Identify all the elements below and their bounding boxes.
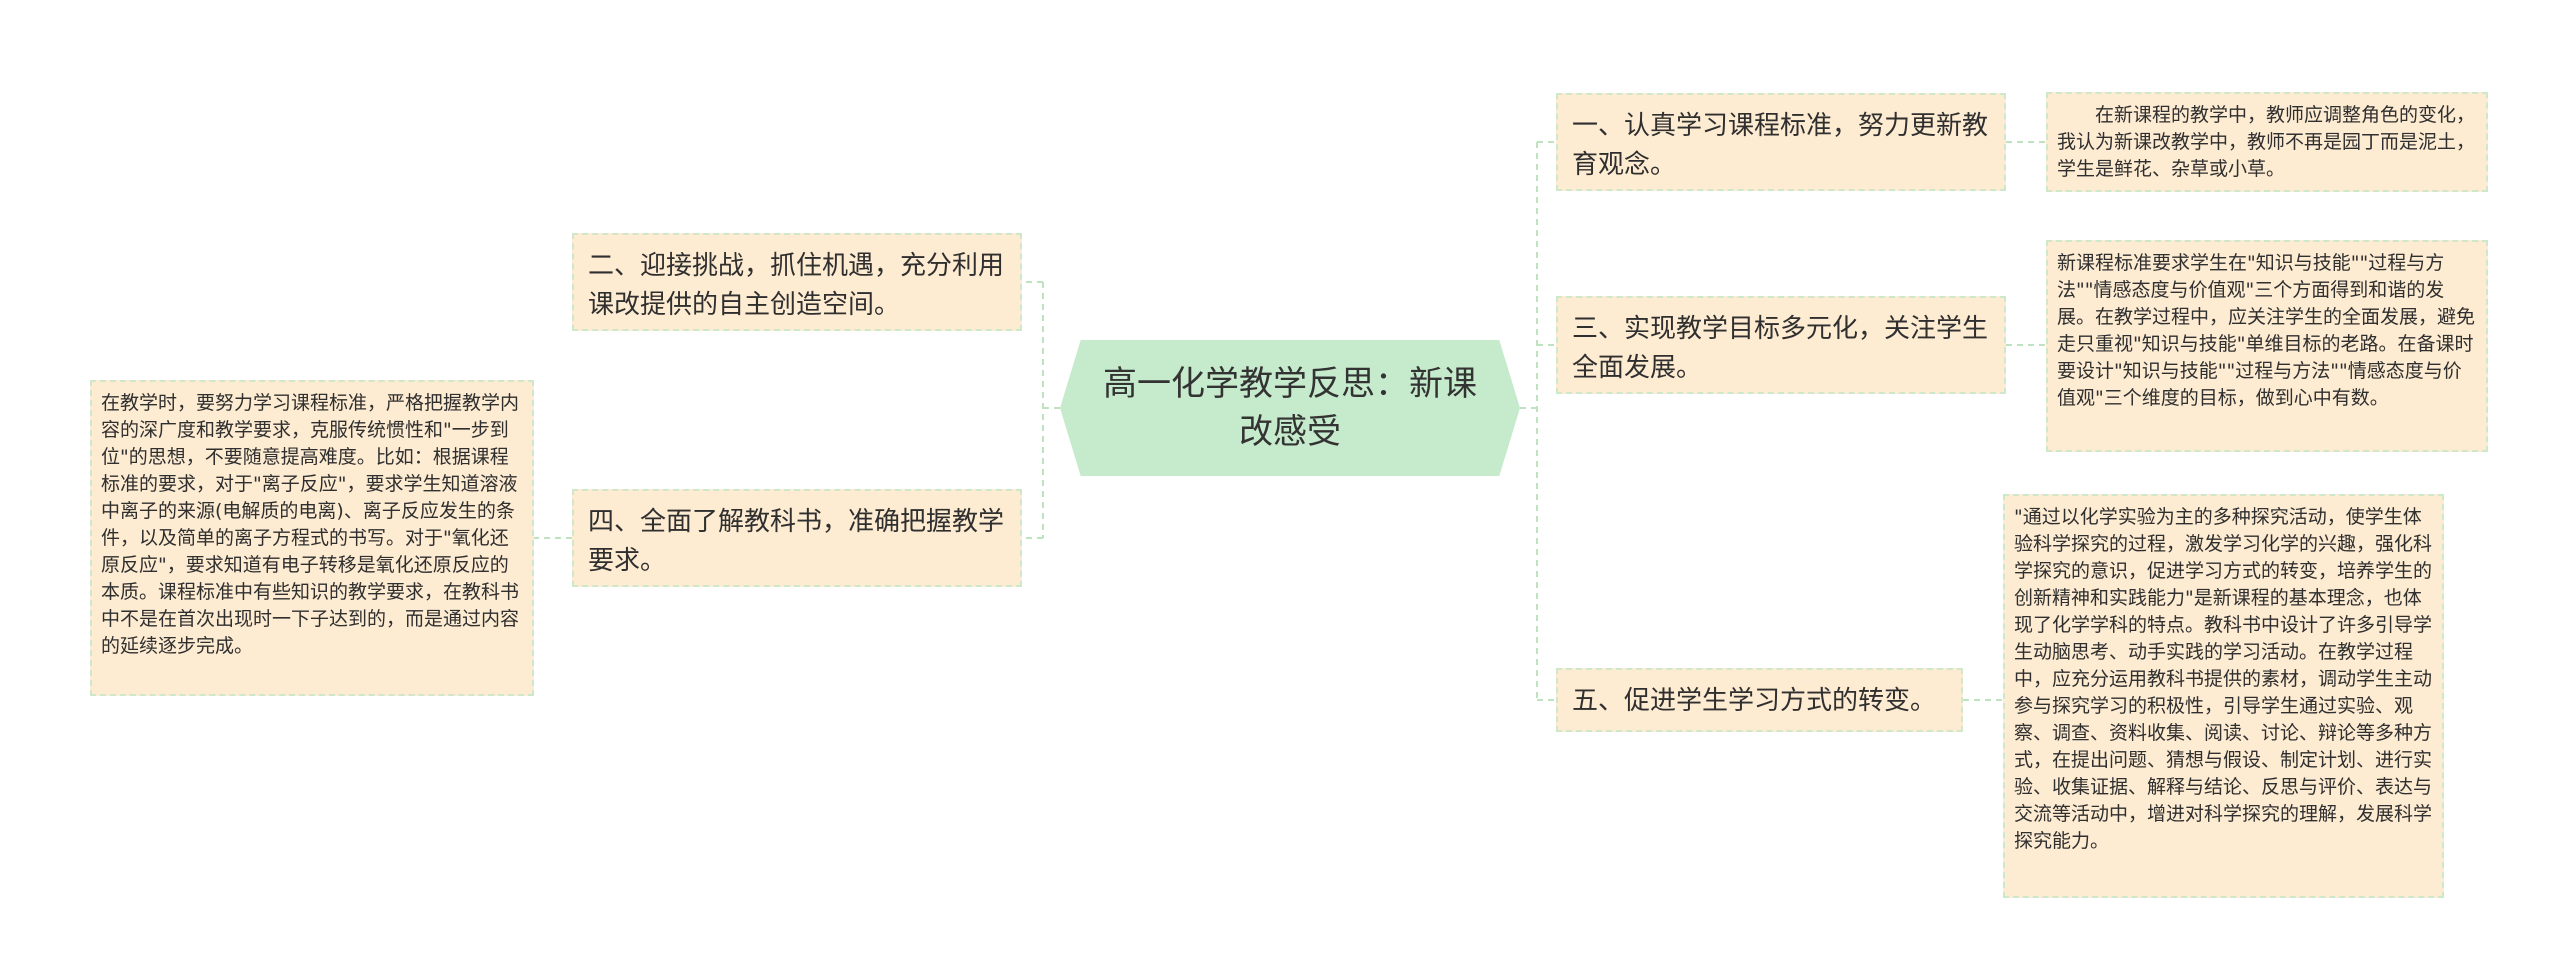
branch-5[interactable]: 五、促进学生学习方式的转变。 [1556,668,1963,732]
leaf-1[interactable]: 在新课程的教学中，教师应调整角色的变化，我认为新课改教学中，教师不再是园丁而是泥… [2046,92,2488,192]
leaf-4-text: 在教学时，要努力学习课程标准，严格把握教学内容的深广度和教学要求，克服传统惯性和… [101,392,520,657]
branch-1[interactable]: 一、认真学习课程标准，努力更新教育观念。 [1556,93,2006,191]
branch-2[interactable]: 二、迎接挑战，抓住机遇，充分利用课改提供的自主创造空间。 [572,233,1022,331]
branch-4[interactable]: 四、全面了解教科书，准确把握教学要求。 [572,489,1022,587]
central-topic-label: 高一化学教学反思：新课改感受 [1103,364,1477,452]
leaf-4[interactable]: 在教学时，要努力学习课程标准，严格把握教学内容的深广度和教学要求，克服传统惯性和… [90,380,534,696]
central-topic[interactable]: 高一化学教学反思：新课改感受 [1060,340,1520,476]
leaf-5[interactable]: "通过以化学实验为主的多种探究活动，使学生体验科学探究的过程，激发学习化学的兴趣… [2003,494,2444,898]
leaf-3[interactable]: 新课程标准要求学生在"知识与技能""过程与方法""情感态度与价值观"三个方面得到… [2046,240,2488,452]
branch-3-label: 三、实现教学目标多元化，关注学生全面发展。 [1572,314,1989,383]
branch-4-label: 四、全面了解教科书，准确把握教学要求。 [588,507,1005,576]
branch-3[interactable]: 三、实现教学目标多元化，关注学生全面发展。 [1556,296,2006,394]
leaf-1-text: 在新课程的教学中，教师应调整角色的变化，我认为新课改教学中，教师不再是园丁而是泥… [2057,104,2476,180]
leaf-3-text: 新课程标准要求学生在"知识与技能""过程与方法""情感态度与价值观"三个方面得到… [2057,252,2476,409]
branch-1-label: 一、认真学习课程标准，努力更新教育观念。 [1572,111,1989,180]
branch-5-label: 五、促进学生学习方式的转变。 [1572,686,1937,716]
branch-2-label: 二、迎接挑战，抓住机遇，充分利用课改提供的自主创造空间。 [588,251,1005,320]
leaf-5-text: "通过以化学实验为主的多种探究活动，使学生体验科学探究的过程，激发学习化学的兴趣… [2014,506,2433,852]
